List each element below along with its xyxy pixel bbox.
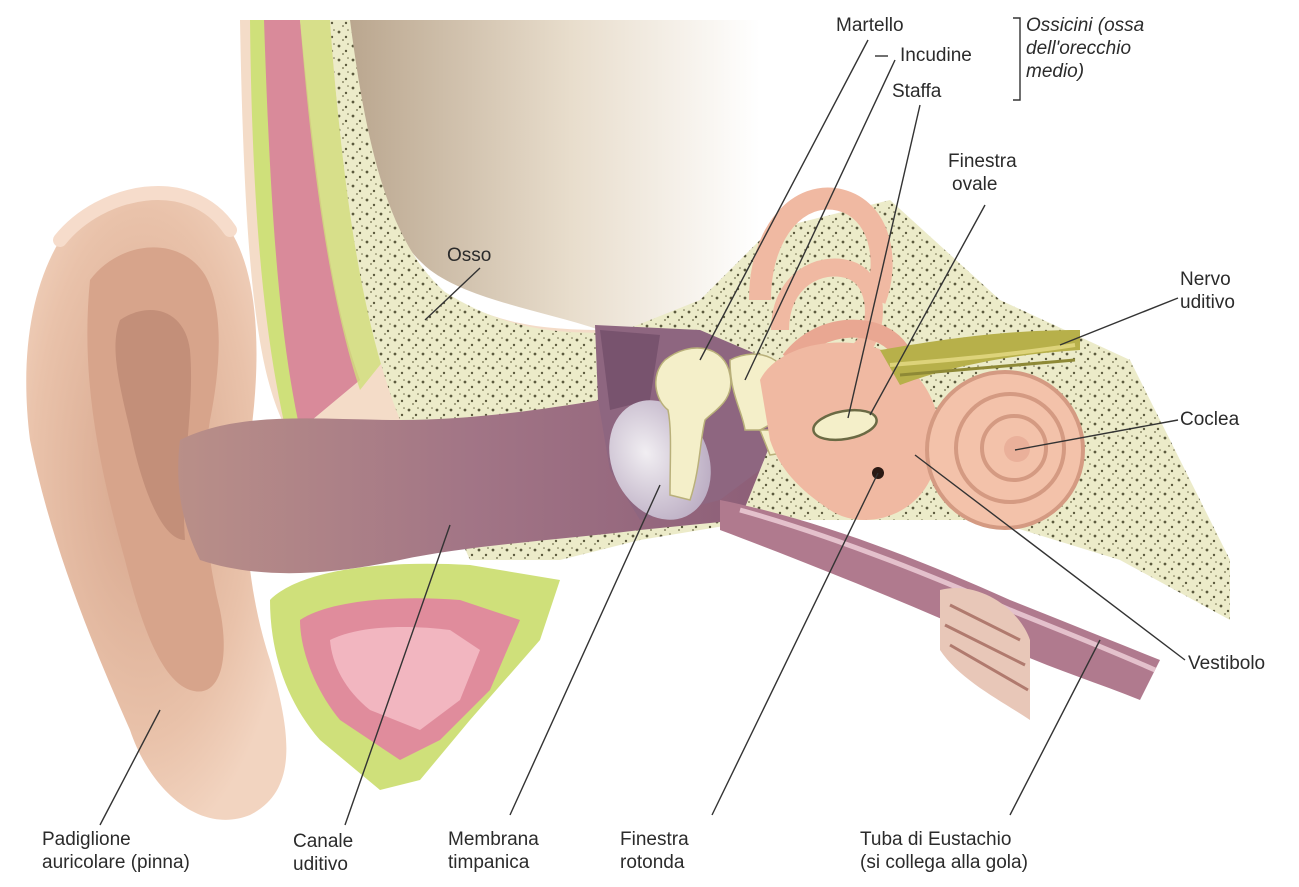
label-osso: Osso bbox=[447, 244, 491, 267]
label-canale-line1: Canale bbox=[293, 830, 353, 853]
leader-membrana bbox=[510, 485, 660, 815]
label-nervo-line1: Nervo bbox=[1180, 268, 1235, 291]
label-finestra-rotonda: Finestra rotonda bbox=[620, 828, 689, 874]
label-finestra-ovale: Finestra ovale bbox=[948, 150, 1017, 196]
label-finestra-ovale-line1: Finestra bbox=[948, 150, 1017, 173]
label-padiglione: Padiglione auricolare (pinna) bbox=[42, 828, 190, 874]
label-nervo-line2: uditivo bbox=[1180, 291, 1235, 314]
leader-finestra-ovale bbox=[870, 205, 985, 415]
label-finestra-rotonda-line2: rotonda bbox=[620, 851, 689, 874]
label-ossicini-line3: medio) bbox=[1026, 60, 1144, 83]
label-finestra-ovale-line2: ovale bbox=[948, 173, 1017, 196]
label-finestra-rotonda-line1: Finestra bbox=[620, 828, 689, 851]
label-tuba-line2: (si collega alla gola) bbox=[860, 851, 1028, 874]
leader-canale bbox=[345, 525, 450, 825]
label-membrana-line2: timpanica bbox=[448, 851, 539, 874]
label-membrana-line1: Membrana bbox=[448, 828, 539, 851]
label-canale-line2: uditivo bbox=[293, 853, 353, 876]
label-martello: Martello bbox=[836, 14, 904, 37]
label-ossicini-line1: Ossicini (ossa bbox=[1026, 14, 1144, 37]
ossicles-bracket bbox=[1013, 18, 1020, 100]
label-ossicini: Ossicini (ossa dell'orecchio medio) bbox=[1026, 14, 1144, 83]
leader-osso bbox=[425, 268, 480, 320]
label-membrana-timpanica: Membrana timpanica bbox=[448, 828, 539, 874]
leader-incudine bbox=[745, 60, 895, 380]
label-tuba-eustachio: Tuba di Eustachio (si collega alla gola) bbox=[860, 828, 1028, 874]
label-canale-uditivo: Canale uditivo bbox=[293, 830, 353, 876]
leader-tuba bbox=[1010, 640, 1100, 815]
label-nervo-uditivo: Nervo uditivo bbox=[1180, 268, 1235, 314]
label-incudine: Incudine bbox=[900, 44, 972, 67]
leader-martello bbox=[700, 40, 868, 360]
label-padiglione-line1: Padiglione bbox=[42, 828, 190, 851]
label-vestibolo: Vestibolo bbox=[1188, 652, 1265, 675]
label-staffa: Staffa bbox=[892, 80, 941, 103]
label-coclea: Coclea bbox=[1180, 408, 1239, 431]
label-ossicini-line2: dell'orecchio bbox=[1026, 37, 1144, 60]
leader-padiglione bbox=[100, 710, 160, 825]
leader-coclea bbox=[1015, 420, 1178, 450]
leader-nervo bbox=[1060, 298, 1178, 345]
leader-finestra-rotonda bbox=[712, 473, 878, 815]
label-padiglione-line2: auricolare (pinna) bbox=[42, 851, 190, 874]
leader-staffa bbox=[848, 105, 920, 418]
label-tuba-line1: Tuba di Eustachio bbox=[860, 828, 1028, 851]
leader-vestibolo bbox=[915, 455, 1185, 660]
